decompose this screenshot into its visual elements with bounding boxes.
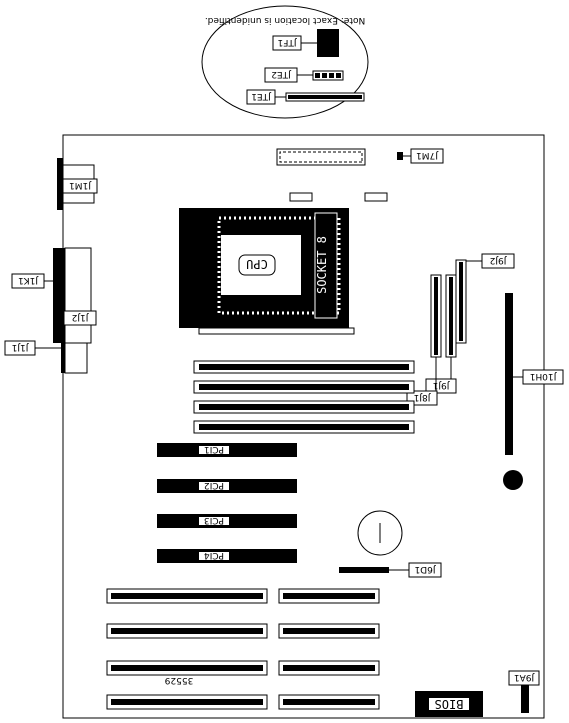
j7m1-label: J7M1 [416,150,439,160]
cpu-label: CPU [246,257,268,271]
j1k1-callout: J1K1 [11,273,65,289]
j10h1-callout: J10H1 [513,369,564,385]
j9j2-callout: J9J2 [466,253,515,269]
j1k1-label: J1K1 [18,275,39,285]
pci-slot-1: PCI1 [157,443,297,457]
j1j1-connector [64,342,88,374]
speaker [503,470,523,490]
jtf1-label: JTF1 [277,37,297,47]
j9j2-label: J9J2 [490,255,508,265]
pci4-label: PCI4 [204,550,224,560]
j6d1-callout: J6D1 [389,562,442,578]
j1j2-callout: J1J2 [63,310,97,326]
j9j1-callout: J9J1 [425,357,457,394]
socket-label: SOCKET 8 [315,236,329,294]
j9a1-header [521,685,529,713]
location-note: Note: Exact location is unidentified. [205,15,365,25]
j9j1-label: J9J1 [433,380,451,390]
jumper-location-ellipse [201,5,369,119]
j7m1-callout: J7M1 [403,148,444,164]
jtf1-block [317,29,339,57]
j1k1-j1j2-connector [64,247,92,344]
j9a1-label: J9A1 [514,672,535,682]
j1m1-label: J1M1 [69,180,92,190]
j1m1-callout: J1M1 [62,178,98,194]
dimm-slots [193,360,415,434]
board-number: 35529 [164,675,193,685]
j6d1-label: J6D1 [414,564,436,574]
j7m1-header [397,152,403,160]
pci-slot-2: PCI2 [157,479,297,493]
j1j1-label: J1J1 [12,342,30,352]
j8j1-label: J8J1 [414,392,432,402]
cpu-socket: CPU SOCKET 8 [179,192,388,335]
jte1-callout: JTE1 [246,89,286,105]
j1j1-callout: J1J1 [4,340,65,356]
j9a1-callout: J9A1 [508,670,540,686]
jte2-label: JTE2 [271,69,292,79]
pci2-label: PCI2 [204,480,224,490]
bios-label: BIOS [435,697,464,711]
j10h1-header [505,293,513,455]
jtf1-callout: JTF1 [272,35,317,51]
jte1-label: JTE1 [251,91,272,101]
pci1-label: PCI1 [204,444,224,454]
pci-slot-3: PCI3 [157,514,297,528]
j1j2-label: J1J2 [72,312,90,322]
pci-slot-4: PCI4 [157,549,297,563]
pci3-label: PCI3 [204,515,224,525]
isa-slots [106,588,380,710]
j6d1-header [339,567,389,573]
jte2-callout: JTE2 [264,67,313,83]
j10h1-label: J10H1 [530,371,558,381]
